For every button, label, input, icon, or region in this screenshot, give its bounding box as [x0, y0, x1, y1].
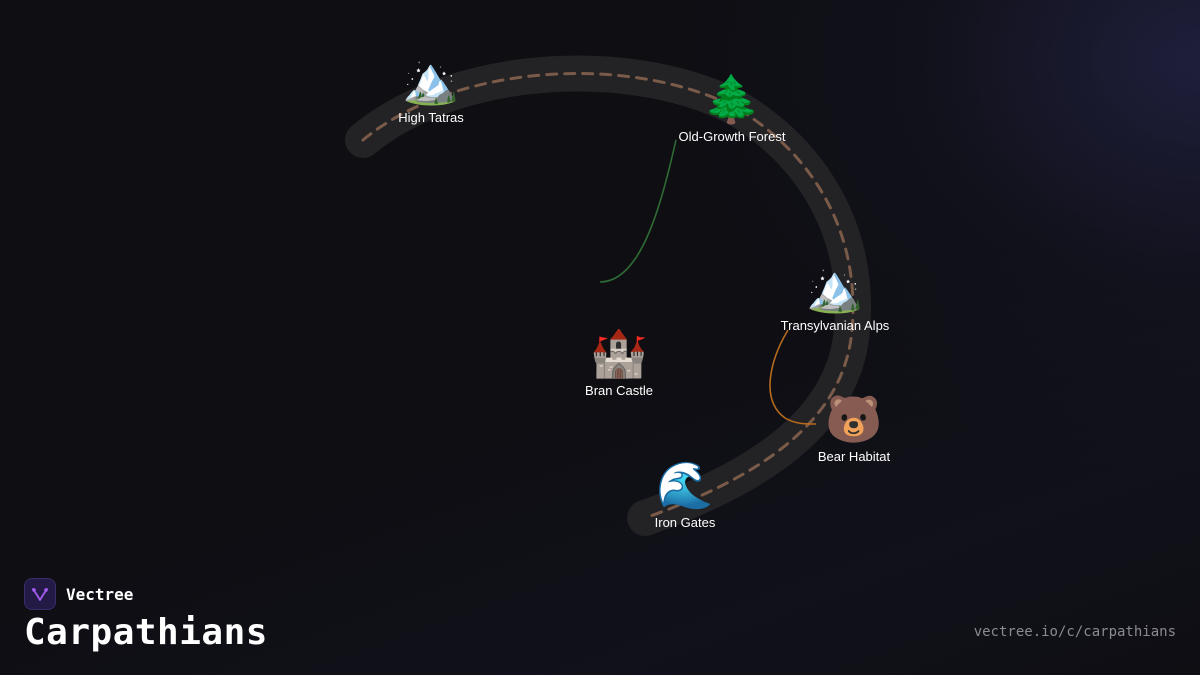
node-label: Bran Castle [585, 383, 653, 398]
snow-mountain-icon: 🏔️ [402, 53, 460, 107]
evergreen-tree-icon: 🌲 [703, 72, 761, 126]
link-alps-to-bear-habitat [769, 329, 817, 425]
node-bear-habitat[interactable]: 🐻 Bear Habitat [774, 393, 934, 464]
route-dashed-path [361, 72, 855, 520]
snow-mountain-icon: 🏔️ [806, 261, 864, 315]
castle-icon: 🏰 [590, 326, 648, 380]
brand-name: Vectree [66, 584, 134, 604]
node-label: Transylvanian Alps [780, 318, 890, 333]
node-old-growth-forest[interactable]: 🌲 Old-Growth Forest [652, 73, 812, 144]
node-label: High Tatras [398, 110, 464, 125]
vectree-logo-icon [24, 578, 56, 610]
node-high-tatras[interactable]: 🏔️ High Tatras [351, 54, 511, 125]
wave-icon: 🌊 [656, 458, 714, 512]
site-url[interactable]: vectree.io/c/carpathians [973, 624, 1176, 640]
node-transylvanian-alps[interactable]: 🏔️ Transylvanian Alps [755, 262, 915, 333]
node-label: Bear Habitat [817, 449, 891, 464]
node-iron-gates[interactable]: 🌊 Iron Gates [605, 459, 765, 530]
bear-icon: 🐻 [825, 392, 883, 446]
node-label: Old-Growth Forest [678, 129, 786, 144]
link-forest-to-castle [599, 139, 677, 283]
node-bran-castle[interactable]: 🏰 Bran Castle [539, 327, 699, 398]
page-title: Carpathians [24, 612, 268, 653]
brand[interactable]: Vectree [24, 577, 133, 611]
node-label: Iron Gates [654, 515, 716, 530]
